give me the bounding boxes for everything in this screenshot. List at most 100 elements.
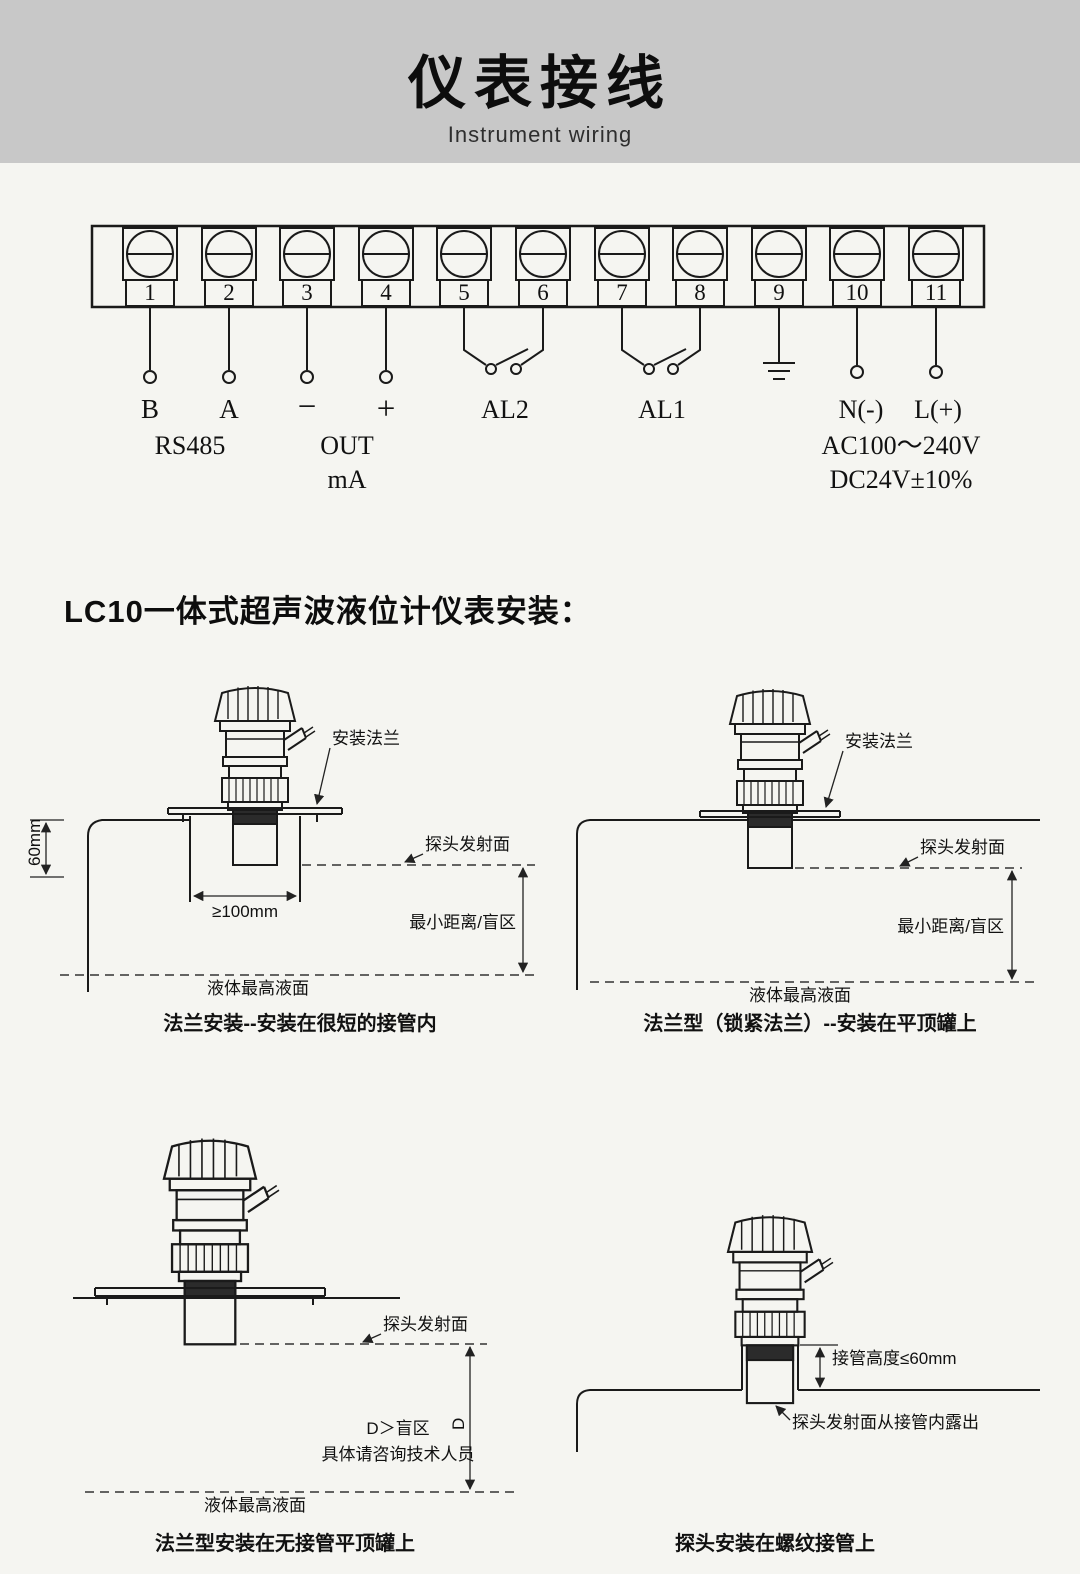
terminal-3 [279, 227, 335, 307]
terminal-number: 7 [616, 280, 628, 305]
ultrasonic-sensor-figure [726, 1214, 835, 1405]
terminal-10 [829, 227, 885, 307]
screw-icon [283, 230, 331, 278]
mounting-flange-label: 安装法兰 [332, 729, 400, 748]
probe-face-label: 探头发射面 [425, 835, 510, 854]
screw-icon [676, 230, 724, 278]
nozzle-height-dim [800, 1344, 838, 1389]
earth-ground-icon [763, 307, 795, 380]
wire-end-terminal-icon [850, 365, 864, 379]
page-subtitle: Instrument wiring [447, 122, 633, 147]
installation-section-title: LC10一体式超声波液位计仪表安装： [64, 594, 592, 629]
tank-and-nozzle-lines [576, 1345, 1040, 1452]
wire-end-terminal-icon [143, 370, 157, 384]
tank-and-flange-lines [87, 807, 343, 992]
terminal-7 [594, 227, 650, 307]
d-blind-label: D＞盲区 [366, 1419, 429, 1438]
tank-and-flange-lines [73, 1287, 400, 1305]
probe-face-label: 探头发射面 [920, 838, 1005, 857]
d-dim-label: D [449, 1418, 468, 1430]
diagram-flange-no-nozzle: 探头发射面 D D＞盲区 具体请咨询技术人员 液体最高液面 法兰型安装在无接管平… [73, 1137, 520, 1555]
terminal-wiring-diagram: 1 2 3 4 5 6 7 8 9 10 11 [90, 224, 986, 494]
dim-100mm-label: ≥100mm [212, 902, 278, 921]
label-out: OUT [320, 431, 374, 460]
liquid-level-label: 液体最高液面 [749, 986, 851, 1005]
header-banner: 仪表接线 Instrument wiring [0, 0, 1080, 163]
liquid-level-label: 液体最高液面 [204, 1496, 306, 1515]
wire-labels: B A − + AL2 AL1 N(-) L(+) RS485 OUT mA A… [141, 389, 981, 494]
probe-face-label: 探头发射面 [383, 1315, 468, 1334]
ultrasonic-sensor-figure [162, 1137, 281, 1346]
ultrasonic-sensor-figure [729, 688, 831, 869]
terminal-number: 8 [694, 280, 706, 305]
terminal-number: 6 [537, 280, 549, 305]
label-ac-range: AC100～240V [822, 431, 981, 460]
installation-diagrams: 60mm ≥100mm 探头发射面 最小距离/盲区 液体最高液面 安装法兰 法兰… [25, 685, 1040, 1555]
screw-icon [833, 230, 881, 278]
screw-icon [755, 230, 803, 278]
label-l: L(+) [914, 395, 962, 424]
probe-exposed-label: 探头发射面从接管内露出 [792, 1413, 979, 1432]
diagram-lock-flange-flat-tank: 探头发射面 最小距离/盲区 液体最高液面 安装法兰 法兰型（锁紧法兰）--安装在… [576, 688, 1040, 1035]
diagram-caption: 探头安装在螺纹接管上 [675, 1531, 875, 1555]
label-rs485: RS485 [155, 431, 226, 460]
leader-arrow [362, 1333, 382, 1343]
leader-arrow [404, 853, 424, 863]
tank-and-flange-lines [576, 810, 1040, 990]
dim-60mm-label: 60mm [25, 819, 44, 866]
leader-arrow [899, 856, 919, 867]
wires [143, 307, 943, 384]
wire-end-terminal-icon [929, 365, 943, 379]
terminal-2 [201, 227, 257, 307]
diagram-caption: 法兰型安装在无接管平顶罐上 [155, 1531, 415, 1555]
terminal-4 [358, 227, 414, 307]
leader-arrow [314, 747, 331, 806]
diagram-caption: 法兰型（锁紧法兰）--安装在平顶罐上 [643, 1011, 976, 1035]
wire-end-terminal-icon [300, 370, 314, 384]
label-minus: − [298, 389, 317, 425]
diagram-threaded-nozzle: 接管高度≤60mm 探头发射面从接管内露出 探头安装在螺纹接管上 [576, 1214, 1040, 1555]
relay-contact-al2-icon [463, 307, 544, 375]
screw-icon [362, 230, 410, 278]
screw-icon [440, 230, 488, 278]
screw-icon [519, 230, 567, 278]
label-dc-range: DC24V±10% [830, 465, 973, 494]
blind-zone-label: 最小距离/盲区 [897, 917, 1004, 936]
label-ma: mA [328, 465, 367, 494]
wire-end-terminal-icon [379, 370, 393, 384]
consult-label: 具体请咨询技术人员 [322, 1445, 475, 1464]
diagram-flange-short-nozzle: 60mm ≥100mm 探头发射面 最小距离/盲区 液体最高液面 安装法兰 法兰… [25, 685, 540, 1035]
terminal-number: 1 [144, 280, 156, 305]
label-al2: AL2 [481, 395, 529, 424]
page-title: 仪表接线 [407, 51, 672, 116]
wire-end-terminal-icon [222, 370, 236, 384]
label-n: N(-) [839, 395, 884, 424]
label-plus: + [377, 391, 396, 427]
label-b: B [141, 394, 159, 424]
terminal-number: 3 [301, 280, 313, 305]
terminal-1 [122, 227, 178, 307]
dim-60mm [30, 819, 64, 878]
terminal-numbers: 1 2 3 4 5 6 7 8 9 10 11 [144, 280, 947, 305]
screw-icon [912, 230, 960, 278]
terminal-number: 11 [925, 280, 947, 305]
terminal-block [90, 224, 986, 309]
terminal-number: 2 [223, 280, 235, 305]
screw-icon [205, 230, 253, 278]
leader-arrow [823, 750, 844, 808]
terminal-9 [751, 227, 807, 307]
terminal-number: 9 [773, 280, 785, 305]
nozzle-height-label: 接管高度≤60mm [832, 1349, 957, 1368]
terminal-number: 4 [380, 280, 392, 305]
terminal-11 [908, 227, 964, 307]
terminal-8 [672, 227, 728, 307]
relay-contact-al1-icon [621, 307, 701, 375]
label-al1: AL1 [638, 395, 686, 424]
terminal-5 [436, 227, 492, 307]
terminal-number: 10 [846, 280, 869, 305]
mounting-flange-label: 安装法兰 [845, 732, 913, 751]
diagram-caption: 法兰安装--安装在很短的接管内 [163, 1011, 436, 1035]
screw-icon [126, 230, 174, 278]
terminal-number: 5 [458, 280, 470, 305]
